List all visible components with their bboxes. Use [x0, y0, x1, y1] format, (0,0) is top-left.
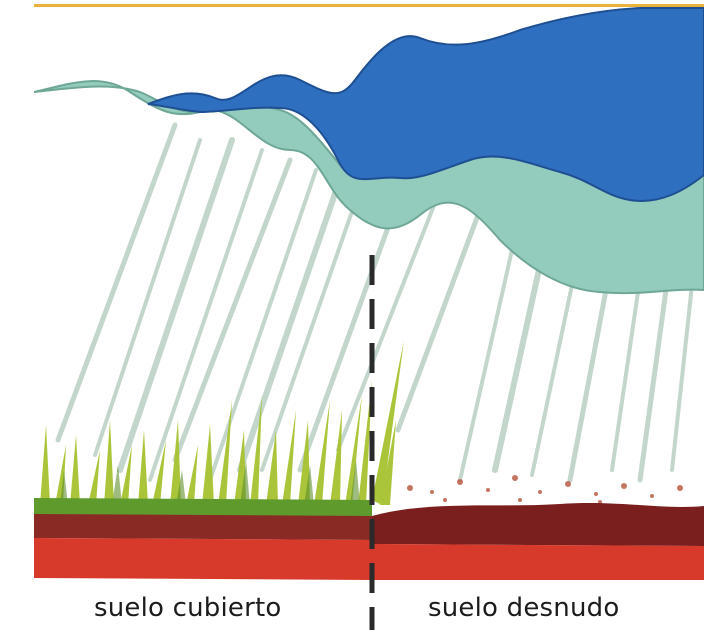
- rain-streak: [93, 138, 202, 457]
- soil-debris: [407, 475, 683, 504]
- rain-streak: [637, 287, 669, 483]
- grass: [40, 340, 404, 505]
- rain-streak: [297, 197, 401, 473]
- grass-blade: [138, 430, 148, 505]
- rain-streak: [610, 290, 640, 472]
- grass-blade: [372, 340, 404, 505]
- rain-streak: [55, 122, 178, 443]
- grass-shadow: [60, 460, 360, 505]
- grass-blade: [266, 430, 278, 505]
- soil-bare-top: [372, 503, 704, 546]
- grass-blade: [120, 445, 132, 505]
- rain-streak: [492, 262, 543, 473]
- grass-blade: [358, 380, 372, 505]
- rain-streak: [148, 148, 264, 482]
- grass-blade: [250, 395, 262, 505]
- rain-streaks: [55, 122, 694, 483]
- top-accent-line: [34, 4, 704, 7]
- cloud-dark-layer: [147, 7, 704, 202]
- grass-base: [34, 498, 372, 518]
- rain-streak: [117, 137, 235, 473]
- grass-blade: [314, 400, 330, 505]
- rain-streak: [237, 182, 341, 473]
- grass-blade: [380, 420, 396, 505]
- grass-blade: [170, 420, 181, 505]
- grass-blade: [345, 395, 362, 505]
- grass-blade: [70, 435, 80, 505]
- soil-bare-bottom: [372, 544, 704, 580]
- grass-blade: [330, 410, 342, 505]
- soil-covered-bottom: [34, 538, 372, 580]
- grass-blade: [88, 450, 100, 505]
- grass-blade: [282, 410, 296, 505]
- rain-streak: [530, 283, 574, 477]
- grass-blade: [104, 420, 114, 505]
- grass-blade: [152, 440, 166, 505]
- rain-streak: [670, 283, 694, 472]
- grass-blade: [218, 400, 232, 505]
- grass-blade: [40, 425, 50, 505]
- label-covered-soil: suelo cubierto: [94, 593, 282, 623]
- rain-streak: [336, 188, 442, 452]
- rain-streak: [458, 248, 514, 482]
- rain-streak: [567, 287, 609, 483]
- soil-covered-top: [34, 514, 372, 540]
- rain-streak: [260, 198, 358, 472]
- rain-streak: [395, 212, 481, 433]
- grass-blade: [298, 420, 310, 505]
- rain-streak: [208, 168, 318, 482]
- label-bare-soil: suelo desnudo: [428, 593, 620, 623]
- grass-blade: [202, 425, 214, 505]
- grass-blade: [186, 445, 198, 505]
- rain-streak: [172, 157, 293, 463]
